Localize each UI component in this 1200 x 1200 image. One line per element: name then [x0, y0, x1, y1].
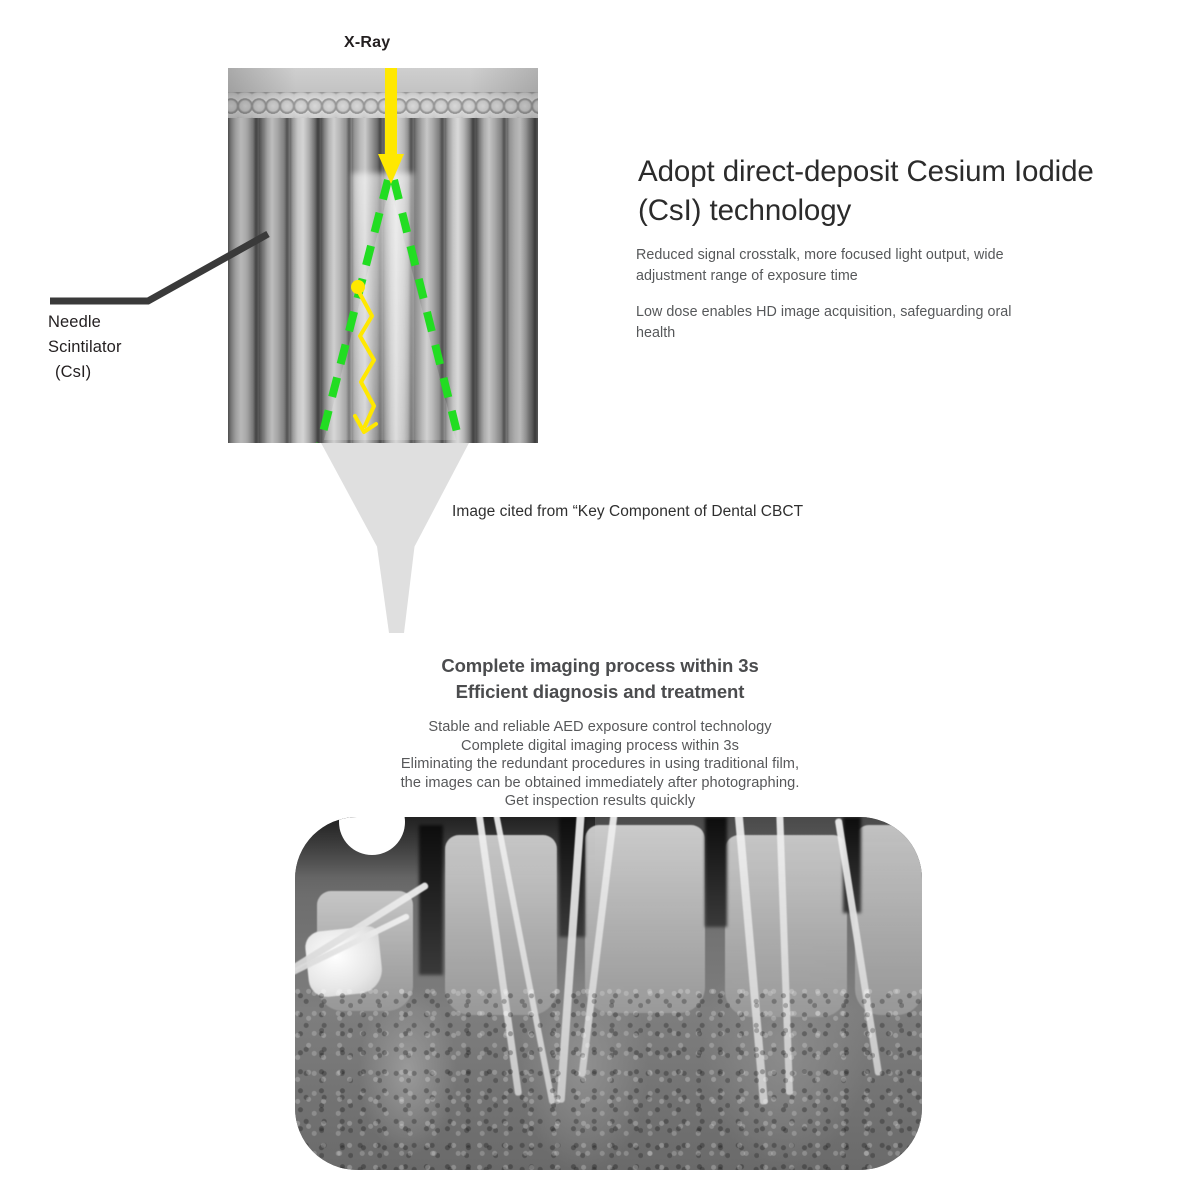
speed-heading-line-1: Complete imaging process within 3s — [441, 655, 759, 676]
photon-arrow-head — [353, 414, 378, 434]
sem-needle-tips — [228, 92, 538, 118]
speed-body-line-3: Eliminating the redundant procedures in … — [400, 756, 800, 773]
radiograph-interdental-gap — [419, 825, 443, 975]
xray-arrow-head — [378, 154, 404, 184]
speed-body-line-1: Stable and reliable AED exposure control… — [428, 719, 772, 735]
feature-title: Adopt direct-deposit Cesium Iodide (CsI)… — [638, 154, 1094, 227]
speed-heading-line-2: Efficient diagnosis and treatment — [455, 681, 745, 702]
needle-label-line-2: Scintilator — [48, 338, 122, 356]
image-citation: Image cited from “Key Component of Denta… — [452, 503, 804, 520]
needle-label-line-1: Needle — [48, 313, 101, 331]
photon-origin-dot — [351, 280, 365, 294]
cone-edge-right-dashed — [390, 179, 464, 443]
speed-body-line-2: Complete digital imaging process within … — [461, 737, 739, 754]
radiograph-interdental-gap — [705, 817, 727, 927]
light-cone-overlay — [316, 68, 464, 443]
xray-label: X-Ray — [344, 34, 391, 51]
needle-label-line-3: (CsI) — [55, 363, 92, 381]
dental-radiograph-image — [295, 817, 922, 1170]
cone-edge-left-dashed — [316, 179, 392, 443]
needle-scintillator-label: Needle Scintilator (CsI) — [48, 310, 122, 385]
needle-tip-shape — [320, 441, 470, 633]
feature-paragraph-1: Reduced signal crosstalk, more focused l… — [636, 247, 1004, 284]
radiograph-trabecular-bone — [295, 987, 922, 1170]
speed-body-line-4: the images can be obtained immediately a… — [400, 774, 800, 791]
feature-paragraph-2: Low dose enables HD image acquisition, s… — [636, 304, 1012, 341]
speed-body: Stable and reliable AED exposure control… — [0, 718, 1200, 811]
needle-leader-line — [50, 230, 270, 305]
speed-body-line-5: Get inspection results quickly — [504, 793, 696, 810]
speed-heading: Complete imaging process within 3s Effic… — [0, 653, 1200, 705]
photon-zigzag-path — [357, 291, 376, 429]
leader-polyline — [50, 230, 270, 305]
light-cone-fill — [324, 186, 456, 440]
